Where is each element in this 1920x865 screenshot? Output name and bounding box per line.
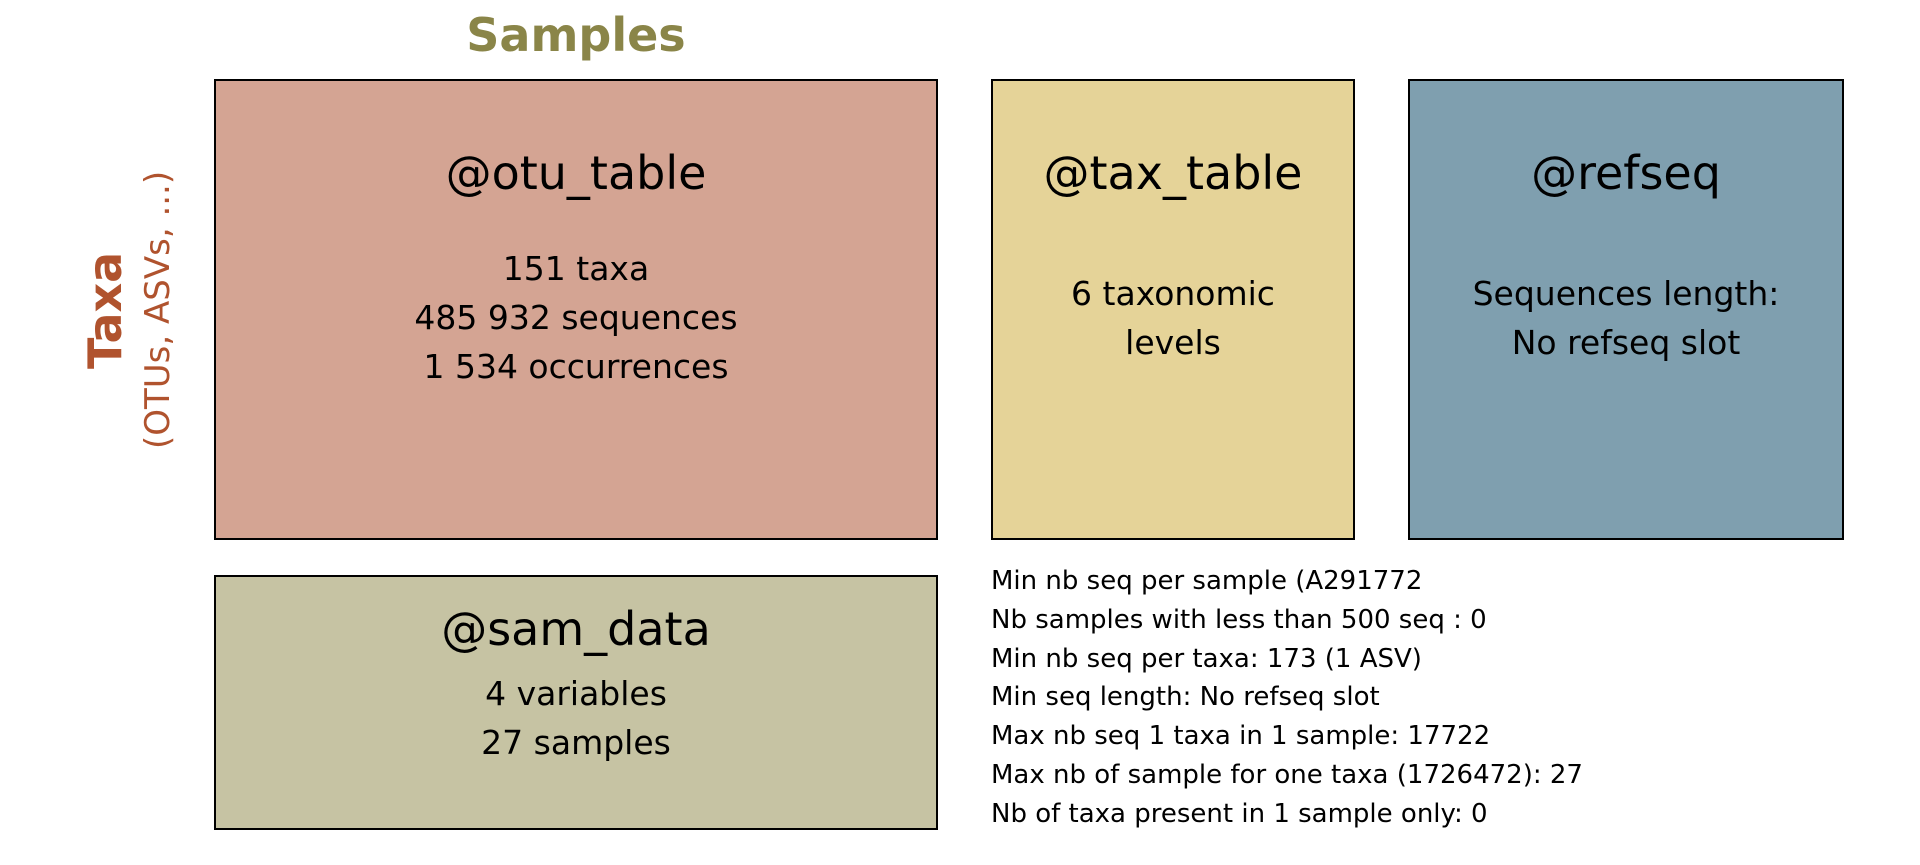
sam-data-variable-count: 4 variables [485, 674, 667, 713]
otu-table-taxa-count: 151 taxa [502, 249, 650, 288]
refseq-box: @refseq Sequences length: No refseq slot [1408, 79, 1844, 540]
refseq-length-value: No refseq slot [1511, 323, 1741, 362]
taxa-axis-subtitle: (OTUs, ASVs, ...) [138, 170, 178, 450]
summary-line: Min seq length: No refseq slot [991, 682, 1380, 713]
otu-table-stats: 151 taxa 485 932 sequences 1 534 occurre… [414, 244, 737, 391]
summary-line: Min nb seq per taxa: 173 (1 ASV) [991, 643, 1422, 674]
summary-line: Nb of taxa present in 1 sample only: 0 [991, 798, 1488, 829]
summary-line: Max nb of sample for one taxa (1726472):… [991, 759, 1583, 790]
otu-table-box: @otu_table 151 taxa 485 932 sequences 1 … [214, 79, 938, 540]
summary-stats-list: Min nb seq per sample (A291772 Nb sample… [991, 562, 1891, 834]
refseq-stats: Sequences length: No refseq slot [1473, 269, 1780, 367]
summary-line: Max nb seq 1 taxa in 1 sample: 17722 [991, 721, 1491, 752]
refseq-title: @refseq [1531, 146, 1721, 200]
tax-table-levels-line-2: levels [1125, 323, 1221, 362]
tax-table-box: @tax_table 6 taxonomic levels [991, 79, 1355, 540]
taxa-axis-title: Taxa [78, 251, 132, 369]
taxa-axis-label: Taxa (OTUs, ASVs, ...) [64, 145, 194, 475]
tax-table-title: @tax_table [1043, 146, 1303, 200]
summary-line: Nb samples with less than 500 seq : 0 [991, 604, 1487, 635]
sam-data-box: @sam_data 4 variables 27 samples [214, 575, 938, 830]
sam-data-title: @sam_data [441, 602, 711, 656]
summary-line: Min nb seq per sample (A291772 [991, 566, 1423, 596]
otu-table-sequence-count: 485 932 sequences [414, 298, 738, 337]
tax-table-levels-line-1: 6 taxonomic [1071, 274, 1275, 313]
otu-table-title: @otu_table [445, 146, 707, 200]
sam-data-stats: 4 variables 27 samples [481, 669, 671, 767]
samples-axis-title: Samples [466, 8, 686, 62]
otu-table-occurrence-count: 1 534 occurrences [423, 347, 729, 386]
sam-data-sample-count: 27 samples [481, 723, 671, 762]
refseq-length-label: Sequences length: [1472, 274, 1780, 313]
tax-table-stats: 6 taxonomic levels [1071, 269, 1275, 367]
